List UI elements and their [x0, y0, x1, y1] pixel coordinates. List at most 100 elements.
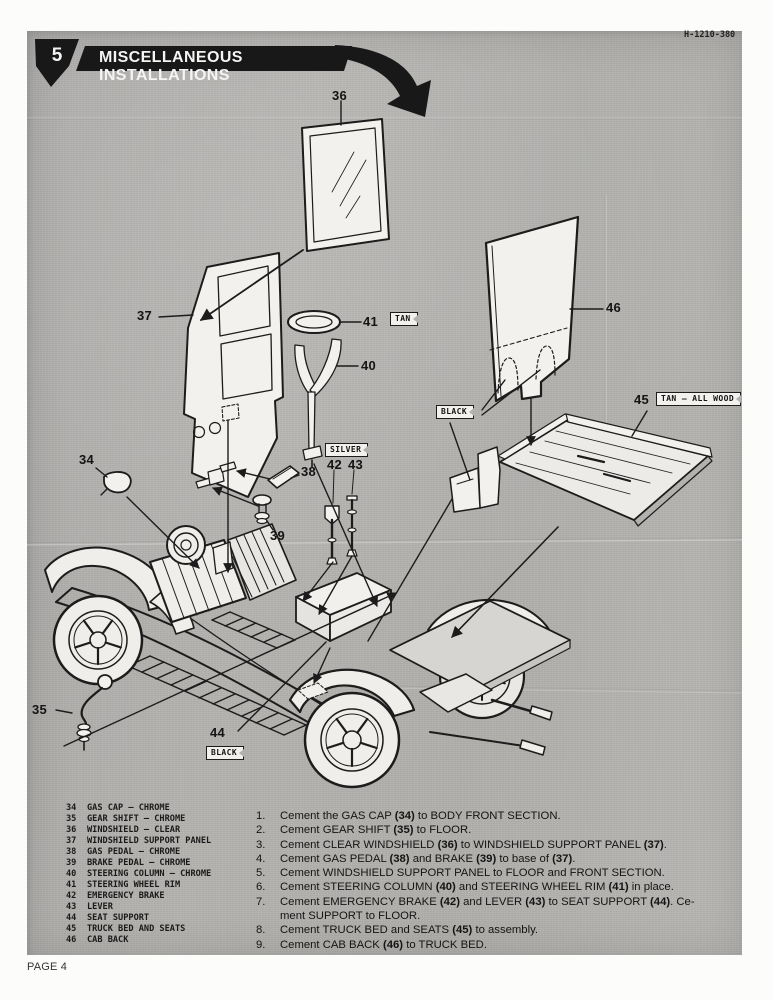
item-number: 38	[66, 847, 77, 857]
callout-39: 39	[270, 528, 286, 543]
item-number: 43	[66, 902, 77, 912]
floorboards	[127, 611, 307, 736]
callout-46: 46	[606, 300, 622, 315]
parts-list-row: 41 STEERING WHEEL RIM	[66, 880, 271, 891]
instruction-row: 2. Cement GEAR SHIFT (35) to FLOOR.	[256, 823, 724, 837]
item-number: 8.	[256, 924, 266, 937]
item-text: LEVER	[87, 902, 113, 912]
gear-shift-35-drawing	[76, 674, 113, 751]
callout-44: 44	[210, 725, 226, 740]
item-text: Cement CAB BACK (46) to TRUCK BED.	[280, 938, 487, 951]
item-number: 45	[66, 924, 77, 934]
header-banner	[35, 39, 431, 117]
steering-column-40-drawing	[294, 338, 342, 468]
rear-axle	[419, 673, 493, 713]
item-text: Cement GAS PEDAL (38) and BRAKE (39) to …	[280, 852, 576, 865]
assembly-instructions: 1.Cement the GAS CAP (34) to BODY FRONT …	[256, 809, 724, 952]
item-text: GAS PEDAL — CHROME	[87, 847, 181, 857]
instruction-row: 8. Cement TRUCK BED and SEATS (45) to ass…	[256, 923, 724, 937]
item-text: GAS CAP — CHROME	[87, 803, 170, 813]
item-number: 39	[66, 858, 77, 868]
instruction-row: 5. Cement WINDSHIELD SUPPORT PANEL to FLO…	[256, 866, 724, 880]
item-number: 2.	[256, 824, 266, 837]
rear-center-wheel	[303, 691, 401, 789]
callout-35: 35	[32, 702, 48, 717]
instruction-row: 1.Cement the GAS CAP (34) to BODY FRONT …	[256, 809, 724, 823]
item-text: EMERGENCY BRAKE	[87, 891, 165, 901]
item-number: 42	[66, 891, 77, 901]
item-text: Cement TRUCK BED and SEATS (45) to assem…	[280, 924, 539, 937]
item-text: Cement STEERING COLUMN (40) and STEERING…	[280, 881, 674, 894]
item-text: WINDSHIELD — CLEAR	[87, 825, 181, 835]
item-text: SEAT SUPPORT	[87, 913, 150, 923]
color-flag-black-seat: BLACK	[206, 746, 245, 760]
step-number: 5	[51, 45, 63, 66]
item-number: 3.	[256, 838, 266, 851]
lever-43-drawing	[346, 469, 358, 557]
instruction-row: 9. Cement CAB BACK (46) to TRUCK BED.	[256, 938, 724, 952]
parts-list-row: 44 SEAT SUPPORT	[66, 913, 271, 924]
item-number: 46	[66, 935, 77, 945]
parts-list-row: 36 WINDSHIELD — CLEAR	[66, 825, 271, 836]
instruction-row: 4. Cement GAS PEDAL (38) and BRAKE (39) t…	[256, 852, 724, 866]
item-number: 41	[66, 880, 77, 890]
callout-34: 34	[79, 452, 95, 467]
brake-pedal-39-drawing	[252, 494, 272, 525]
color-flag-tan: TAN	[390, 312, 418, 326]
gas-pedal-38-drawing	[267, 465, 300, 489]
callout-43: 43	[348, 457, 364, 472]
callout-38: 38	[301, 464, 317, 479]
callout-36: 36	[332, 88, 348, 103]
parts-list-row: 34 GAS CAP — CHROME	[66, 803, 271, 814]
item-number: 35	[66, 814, 77, 824]
callout-40: 40	[361, 358, 377, 373]
rear-deck-platform	[389, 598, 571, 701]
item-number: 4.	[256, 852, 266, 865]
emergency-brake-42-drawing	[324, 469, 340, 565]
parts-list-row: 42 EMERGENCY BRAKE	[66, 891, 271, 902]
parts-list-row: 43 LEVER	[66, 902, 271, 913]
callout-37: 37	[137, 308, 153, 323]
instruction-row: 3. Cement CLEAR WINDSHIELD (36) to WINDSH…	[256, 838, 724, 852]
parts-list-row: 38 GAS PEDAL — CHROME	[66, 847, 271, 858]
item-number: 1.	[256, 810, 266, 822]
banner-bar-shape	[76, 46, 352, 71]
parts-list-row: 45 TRUCK BED AND SEATS	[66, 924, 271, 935]
step-badge-shape	[35, 39, 79, 87]
callout-42: 42	[327, 457, 343, 472]
leader-lines	[55, 100, 648, 747]
item-number: 44	[66, 913, 77, 923]
item-number: 36	[66, 825, 77, 835]
instruction-row: 6.Cement STEERING COLUMN (40) and STEERI…	[256, 880, 724, 894]
item-text: Cement GEAR SHIFT (35) to FLOOR.	[280, 824, 472, 837]
section-title: MISCELLANEOUS INSTALLATIONS	[99, 49, 243, 84]
document-number: H-1210-380	[684, 30, 736, 40]
item-text: TRUCK BED AND SEATS	[87, 924, 186, 934]
gas-cap-34-drawing	[100, 471, 132, 496]
steering-rim-41-drawing	[287, 310, 341, 334]
color-flag-silver: SILVER	[325, 443, 369, 457]
item-number: 34	[66, 803, 77, 813]
item-number: 7.	[256, 895, 266, 908]
parts-list-row: 35 GEAR SHIFT — CHROME	[66, 814, 271, 825]
item-text: Cement EMERGENCY BRAKE (42) and LEVER (4…	[280, 895, 695, 923]
item-text: Cement CLEAR WINDSHIELD (36) to WINDSHIE…	[280, 838, 667, 851]
windshield-36-drawing	[301, 118, 390, 252]
item-number: 9.	[256, 938, 266, 951]
page-number: PAGE 4	[27, 961, 68, 973]
item-text: Cement WINDSHIELD SUPPORT PANEL to FLOOR…	[280, 867, 665, 880]
cab-back-46-drawing	[484, 215, 580, 403]
instruction-row: 7. Cement EMERGENCY BRAKE (42) and LEVER …	[256, 895, 724, 924]
item-number: 5.	[256, 867, 266, 880]
chassis-assembly-drawing	[44, 523, 571, 789]
color-flag-black-cab: BLACK	[436, 405, 475, 419]
item-text: STEERING WHEEL RIM	[87, 880, 181, 890]
item-text: STEERING COLUMN — CHROME	[87, 869, 212, 879]
item-text: GEAR SHIFT — CHROME	[87, 814, 186, 824]
